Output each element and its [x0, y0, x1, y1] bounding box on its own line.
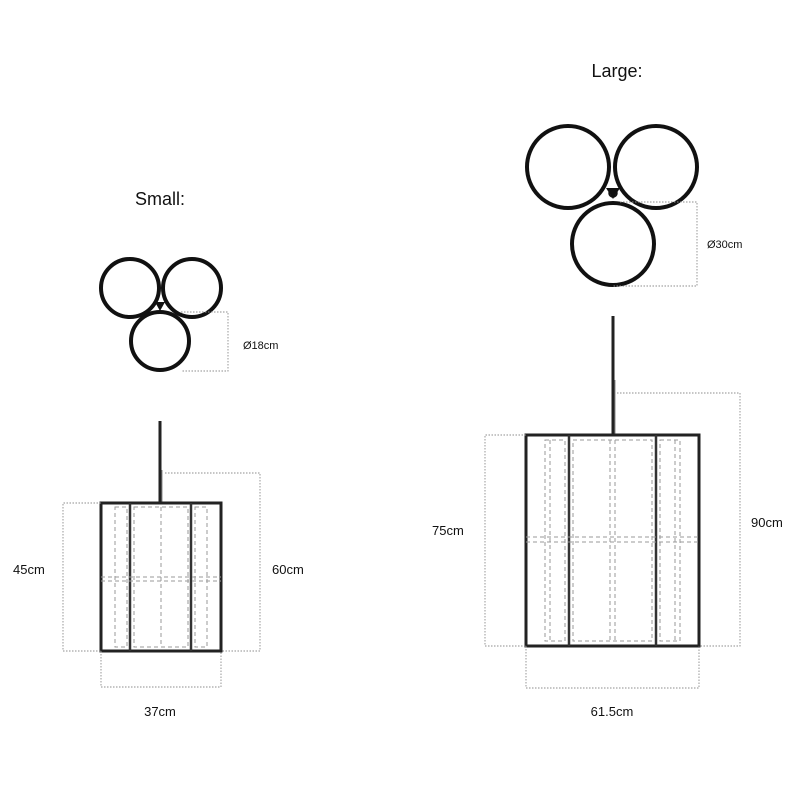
small-diameter-label: Ø18cm: [243, 340, 278, 352]
large-variant: Large: Ø30cm: [432, 61, 783, 719]
small-inner-panel: [133, 506, 189, 648]
large-right-height-label: 90cm: [751, 515, 783, 530]
large-width-label: 61.5cm: [591, 704, 634, 719]
large-inner-panel: [544, 439, 566, 642]
small-ring-right: [161, 257, 223, 319]
small-ring-bottom: [129, 310, 191, 372]
small-top-view: [99, 257, 229, 372]
large-ring-bottom: [570, 201, 656, 287]
large-inner-panel: [572, 439, 653, 642]
large-cage-frame: [524, 433, 701, 648]
small-hub-icon: [155, 302, 165, 311]
small-width-dimension: [100, 651, 222, 688]
large-left-height-label: 75cm: [432, 523, 464, 538]
large-inner-panel: [659, 439, 681, 642]
small-width-label: 37cm: [144, 704, 176, 719]
small-ring-left: [99, 257, 161, 319]
small-diameter-dimension: [181, 311, 229, 372]
small-right-height-dimension: [165, 472, 261, 652]
large-width-dimension: [525, 646, 700, 689]
small-left-height-dimension: [62, 502, 101, 652]
large-ring-right: [613, 124, 699, 210]
small-variant: Small: Ø18cm: [13, 189, 304, 719]
small-side-view: [62, 421, 261, 688]
large-side-view: [484, 316, 741, 689]
large-top-view: [525, 124, 699, 287]
large-left-height-dimension: [484, 434, 526, 647]
large-right-height-dimension: [617, 392, 741, 647]
large-title: Large:: [591, 61, 642, 81]
small-title: Small:: [135, 189, 185, 209]
large-diameter-label: Ø30cm: [707, 239, 742, 251]
small-left-height-label: 45cm: [13, 562, 45, 577]
small-right-height-label: 60cm: [272, 562, 304, 577]
large-ring-left: [525, 124, 611, 210]
